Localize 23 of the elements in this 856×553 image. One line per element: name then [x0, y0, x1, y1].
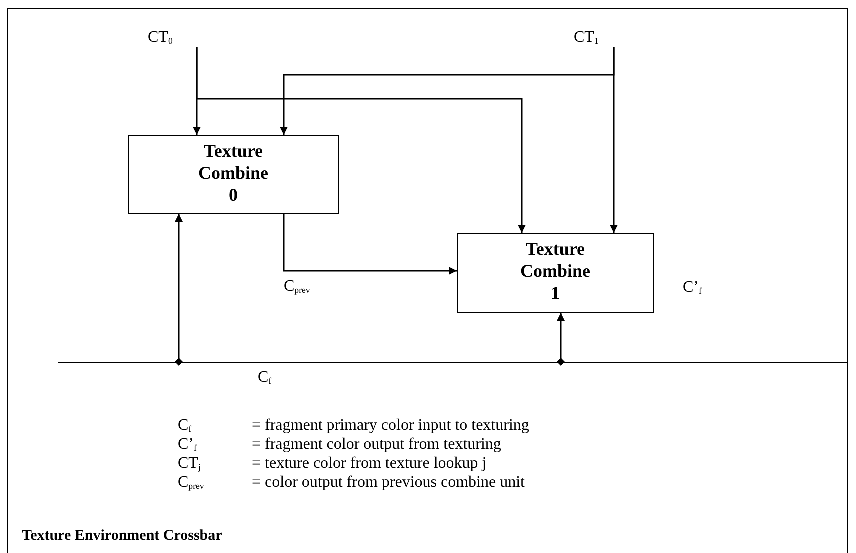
signal-label: CT$_{0}$ [148, 29, 200, 47]
caption: Texture Environment Crossbar [22, 528, 222, 545]
arrow [610, 47, 618, 233]
definition-text: = texture color from texture lookup j [252, 454, 487, 473]
signal-label: C’$_{f}$ [683, 278, 702, 298]
box-title: Texture Combine 0 [197, 140, 270, 206]
symbol: CT$_{j}$ [178, 454, 201, 474]
definition-text: = fragment color output from texturing [252, 435, 502, 454]
arrow [557, 313, 565, 366]
edge-label: C$_{prev}$ [284, 278, 310, 296]
definition-text: = fragment primary color input to texturing [252, 416, 530, 435]
arrow [283, 214, 457, 275]
signal-label: CT$_{1}$ [574, 29, 617, 47]
arrow [175, 214, 183, 366]
box-title: Texture Combine 1 [519, 238, 592, 304]
signal-label: C$_{f}$ [258, 369, 272, 387]
process-box [457, 233, 654, 313]
symbol: C$_{f}$ [178, 416, 192, 436]
symbol: C’$_{f}$ [178, 435, 197, 456]
definition-text: = color output from previous combine unit [252, 473, 525, 492]
symbol: C$_{prev}$ [178, 473, 204, 494]
process-box [128, 135, 339, 214]
arrow [196, 47, 526, 233]
